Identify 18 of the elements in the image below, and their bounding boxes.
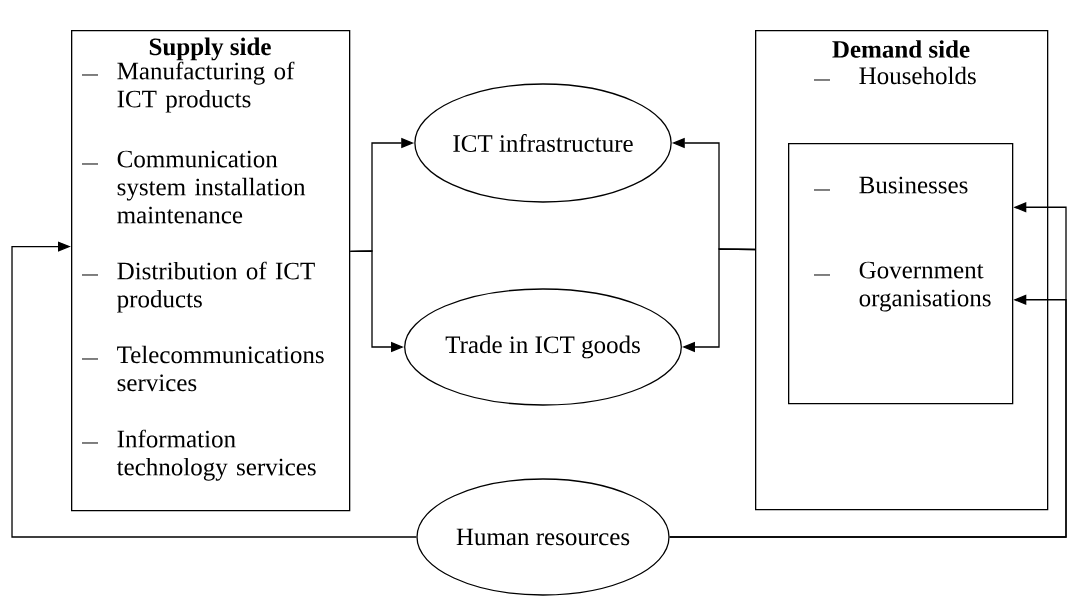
list-box <box>788 143 1014 405</box>
list-item: Businesses <box>813 176 968 194</box>
list-item: Households <box>813 66 976 85</box>
list-item: Government organisations <box>813 261 991 312</box>
arrow <box>11 241 417 538</box>
list-box <box>71 30 351 512</box>
arrow <box>669 294 1067 538</box>
list-item: Manufacturing of ICT products <box>81 61 295 113</box>
list-item: Distribution of ICT products <box>81 261 315 313</box>
ellipse-node: ICT infrastructure <box>414 83 672 203</box>
list-item: Information technology services <box>81 429 316 481</box>
ellipse-node: Human resources <box>416 478 670 596</box>
heading: Demand side <box>832 40 970 58</box>
ellipse-node: Trade in ICT goods <box>404 288 682 406</box>
list-box <box>755 30 1049 511</box>
list-item: Communication system installation maintenance <box>81 150 306 224</box>
list-item: Telecommunications services <box>81 345 324 392</box>
heading: Supply side <box>149 37 271 61</box>
